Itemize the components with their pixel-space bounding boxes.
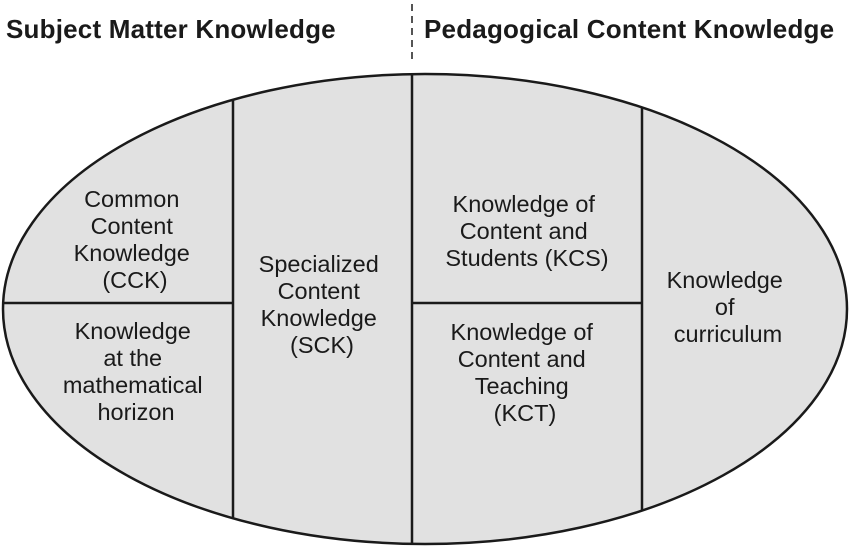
label-kct-line: Knowledge of	[451, 319, 594, 345]
label-kct-line: Content and	[458, 346, 586, 372]
label-cck: Common Content Knowledge (CCK)	[74, 186, 197, 293]
label-curriculum-line: curriculum	[674, 321, 782, 347]
label-horizon-line: mathematical	[63, 372, 203, 398]
label-curriculum-line: Knowledge	[667, 267, 783, 293]
label-cck-line: (CCK)	[102, 267, 167, 293]
label-cck-line: Common	[84, 186, 179, 212]
label-curriculum-line: of	[715, 294, 735, 320]
label-sck-line: Specialized	[259, 251, 379, 277]
subject-matter-knowledge-header: Subject Matter Knowledge	[6, 14, 336, 44]
pedagogical-content-knowledge-header: Pedagogical Content Knowledge	[424, 14, 835, 44]
label-sck-line: Knowledge	[261, 305, 377, 331]
label-horizon: Knowledge at the mathematical horizon	[63, 318, 209, 425]
label-kcs-line: Content and	[460, 218, 588, 244]
label-curriculum: Knowledge of curriculum	[667, 267, 790, 347]
label-kcs: Knowledge of Content and Students (KCS)	[445, 191, 608, 271]
label-cck-line: Content	[91, 213, 174, 239]
label-cck-line: Knowledge	[74, 240, 190, 266]
label-horizon-line: horizon	[97, 399, 174, 425]
label-horizon-line: Knowledge	[75, 318, 191, 344]
label-kct-line: Teaching	[475, 373, 569, 399]
label-sck-line: Content	[278, 278, 361, 304]
label-kct: Knowledge of Content and Teaching (KCT)	[451, 319, 600, 426]
knowledge-ellipse	[3, 74, 847, 544]
ellipse-outline	[1, 72, 849, 546]
label-sck-line: (SCK)	[290, 332, 354, 358]
label-kcs-line: Students (KCS)	[445, 245, 608, 271]
label-kct-line: (KCT)	[494, 400, 557, 426]
label-kcs-line: Knowledge of	[453, 191, 596, 217]
label-horizon-line: at the	[103, 345, 162, 371]
label-sck: Specialized Content Knowledge (SCK)	[259, 251, 386, 358]
